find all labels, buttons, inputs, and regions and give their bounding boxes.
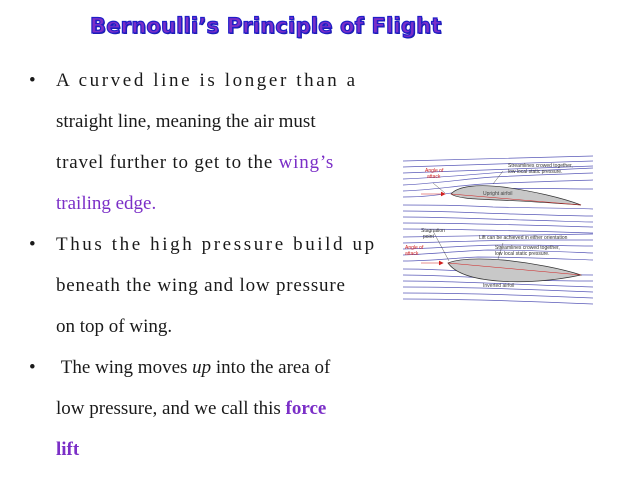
angle-attack-label-2: Angle of — [405, 245, 424, 251]
inverted-chord-line — [447, 262, 582, 276]
upright-streamline-label: Streamlines crowed together, — [508, 163, 573, 169]
bullet-3-line-3: lift — [56, 439, 80, 460]
bullet-3-text: low pressure, and we call this — [56, 398, 286, 419]
airfoil-diagram: Streamlines crowed together, low local s… — [403, 153, 593, 310]
slide-title: Bernoulli’s Principle of Flight — [89, 13, 442, 38]
bullet-3-line-2: low pressure, and we call this force — [56, 388, 384, 429]
bullet-item-3: • The wing moves up into the area of low… — [24, 347, 384, 470]
stagnation-label: Stagnation — [421, 228, 445, 234]
bullet-3-keyword: force — [285, 398, 327, 419]
bullet-marker: • — [29, 70, 36, 91]
bullet-1-line-2: straight line, meaning the air must — [56, 111, 316, 132]
bullet-item-1: • A curved line is longer than a straigh… — [24, 60, 384, 224]
bullet-marker: • — [29, 234, 36, 255]
stagnation-point-label: point — [423, 234, 434, 240]
bullet-list: • A curved line is longer than a straigh… — [24, 60, 384, 470]
upright-airfoil-label: Upright airfoil — [483, 191, 512, 197]
bullet-marker: • — [29, 357, 36, 378]
angle-attack-label-2b: attack — [405, 251, 419, 257]
inverted-airfoil-label: Inverted airfoil — [483, 283, 514, 289]
bullet-2-line-3: on top of wing. — [56, 316, 173, 337]
bullet-3-emphasis: up — [192, 357, 212, 378]
label-leaders — [432, 170, 504, 262]
inverted-streamline-label: Streamlines crowed together, — [495, 245, 560, 251]
bullet-1-line-4: trailing edge. — [56, 193, 157, 214]
bullet-2-line-1: Thus the high pressure build up — [56, 234, 377, 255]
bullet-3-line-1: The wing moves up into the area of — [56, 347, 384, 388]
bullet-1-line-1: A curved line is longer than a — [56, 70, 358, 91]
streamlines — [403, 155, 593, 305]
bullet-3-text: into the area of — [211, 357, 331, 378]
upright-chord-line — [450, 193, 582, 206]
angle-attack-label-1b: attack — [427, 174, 441, 180]
angle-markers — [421, 191, 446, 266]
bullet-item-2: • Thus the high pressure build up beneat… — [24, 224, 384, 347]
bullet-1-highlight: wing’s — [278, 152, 335, 173]
bullet-1-text: travel further to get to the — [56, 152, 279, 173]
bullet-3-text: The wing moves — [60, 357, 193, 378]
bullet-2-line-2: beneath the wing and low pressure — [56, 275, 346, 296]
upright-pressure-label: low local static pressure. — [508, 169, 562, 175]
inverted-pressure-label: low local static pressure. — [495, 251, 549, 257]
bullet-1-line-3: travel further to get to the wing’s — [56, 142, 384, 183]
lift-note: Lift can be achieved in either orientati… — [479, 235, 568, 241]
angle-attack-label-1: Angle of — [425, 168, 444, 174]
